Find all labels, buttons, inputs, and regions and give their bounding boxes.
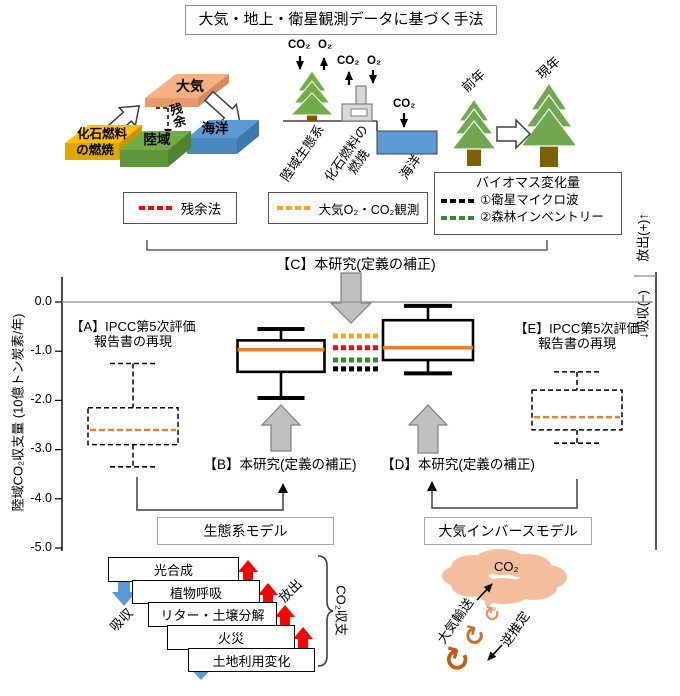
cloud-co2-label: CO₂ [494,559,519,574]
tree-icon [289,70,335,121]
co2-budget-label: CO₂収支 [333,585,349,636]
ocean-slab-icon [187,120,259,154]
flow-box-litter-soil-label: リター・土壌分解 [160,608,265,623]
ecosystem-model-box: 生態系モデル [157,517,334,545]
factory-o2-label: O₂ [367,55,382,67]
legend-biomass: バイオマス変化量 ①衛星マイクロ波 ②森林インベントリー [434,172,622,235]
method-b-up-arrow-icon [260,404,302,452]
ocean-label: 海洋 [201,121,229,136]
orange-dash-icon [276,206,313,210]
method-c-label: 【C】本研究(定義の補正) [276,256,436,272]
y-tick-4: -4.0 [30,491,52,505]
flow-box-plant-respiration: 植物呼吸 [132,580,260,604]
ocean-co2-label: CO₂ [393,98,416,110]
black-dash-icon [441,198,475,203]
flow-box-fire: 火災 [167,625,295,650]
flow-box-litter-soil: リター・土壌分解 [148,602,277,627]
flow-box-plant-respiration-label: 植物呼吸 [169,585,222,601]
factory-co2-label: CO₂ [337,55,360,67]
inverse-model-label: 大気インバースモデル [438,523,578,539]
y-axis-title: 陸域CO₂収支量 (10億トン炭素/年) [10,313,26,512]
current-year-tree-icon [519,81,579,167]
legend-biomass-item1: ①衛星マイクロ波 [480,192,579,207]
label-a: 【A】IPCC第5次評価 報告書の再現 [56,319,210,350]
co2-budget-brace [317,555,334,667]
tree-o2-label: O₂ [318,39,333,51]
label-a-line2: 報告書の再現 [93,333,172,349]
legend-atmos-observation: 大気O₂・CO₂観測 [268,192,428,224]
y-tick-1: -1.0 [30,343,52,357]
label-e-line1: 【E】IPCC第5次評価 [514,321,640,336]
method-c-bracket [146,240,548,251]
land-slab-icon [120,131,191,167]
label-e: 【E】IPCC第5次評価 報告書の再現 [495,321,659,352]
fossil-label-line1: 化石燃料 [76,127,127,141]
boxplot-E-box [531,389,623,431]
flow-box-photosynthesis: 光合成 [108,557,239,582]
inverse-arrow-icon [487,644,503,661]
figure-title-text: 大気・地上・衛星観測データに基づく手法 [198,11,484,29]
y-tick-0: 0.0 [34,294,52,308]
legend-biomass-title: バイオマス変化量 [475,175,580,190]
method-c-down-arrow-icon [329,272,373,324]
tree-co2-label: CO₂ [288,39,311,51]
inverse-model-box: 大気インバースモデル [424,517,592,545]
boxplot-D-box [381,318,475,362]
ecosystem-model-bracket [136,477,288,511]
fossil-label-line2: の燃焼 [76,143,114,157]
legend-atmos-observation-label: 大気O₂・CO₂観測 [318,202,420,217]
flow-box-photosynthesis-label: 光合成 [153,563,193,578]
figure-title: 大気・地上・衛星観測データに基づく手法 [185,5,497,35]
flow-box-fire-label: 火災 [217,631,244,646]
inverse-model-bracket [427,479,578,509]
y-axis-ticks [55,301,62,549]
previous-year-tree-icon [450,97,498,166]
y-tick-5: -5.0 [30,540,52,554]
flow-box-land-use-change-label: 土地利用変化 [212,653,291,669]
atmosphere-label: 大気 [176,78,204,94]
label-b: 【B】本研究(定義の補正) [203,457,357,472]
year-growth-arrow-icon [496,118,532,150]
ecosystem-model-label: 生態系モデル [203,523,288,539]
land-label: 陸域 [143,132,171,147]
legend-residual-label: 残余法 [180,202,222,217]
ocean-rect-icon [376,130,438,155]
green-dash-icon [441,216,475,221]
legend-residual-method: 残余法 [123,192,237,224]
label-d: 【D】本研究(定義の補正) [381,457,535,472]
label-a-line1: 【A】IPCC第5次評価 [70,319,196,334]
method-d-up-arrow-icon [407,404,449,454]
y-tick-3: -3.0 [30,441,52,455]
boxplot-A-box [87,407,179,446]
factory-icon [341,85,373,122]
boxplot-layer [87,303,623,468]
y-tick-2: -2.0 [30,392,52,406]
right-axis-absorption-label: ↓吸収(−) [635,290,651,339]
flow-box-land-use-change: 土地利用変化 [188,648,315,672]
transport-arrow-icon [476,583,493,601]
boxplot-B-box [236,339,326,374]
label-e-line2: 報告書の再現 [537,335,616,351]
legend-biomass-item2: ②森林インベントリー [480,210,604,225]
red-dash-icon [138,206,175,210]
